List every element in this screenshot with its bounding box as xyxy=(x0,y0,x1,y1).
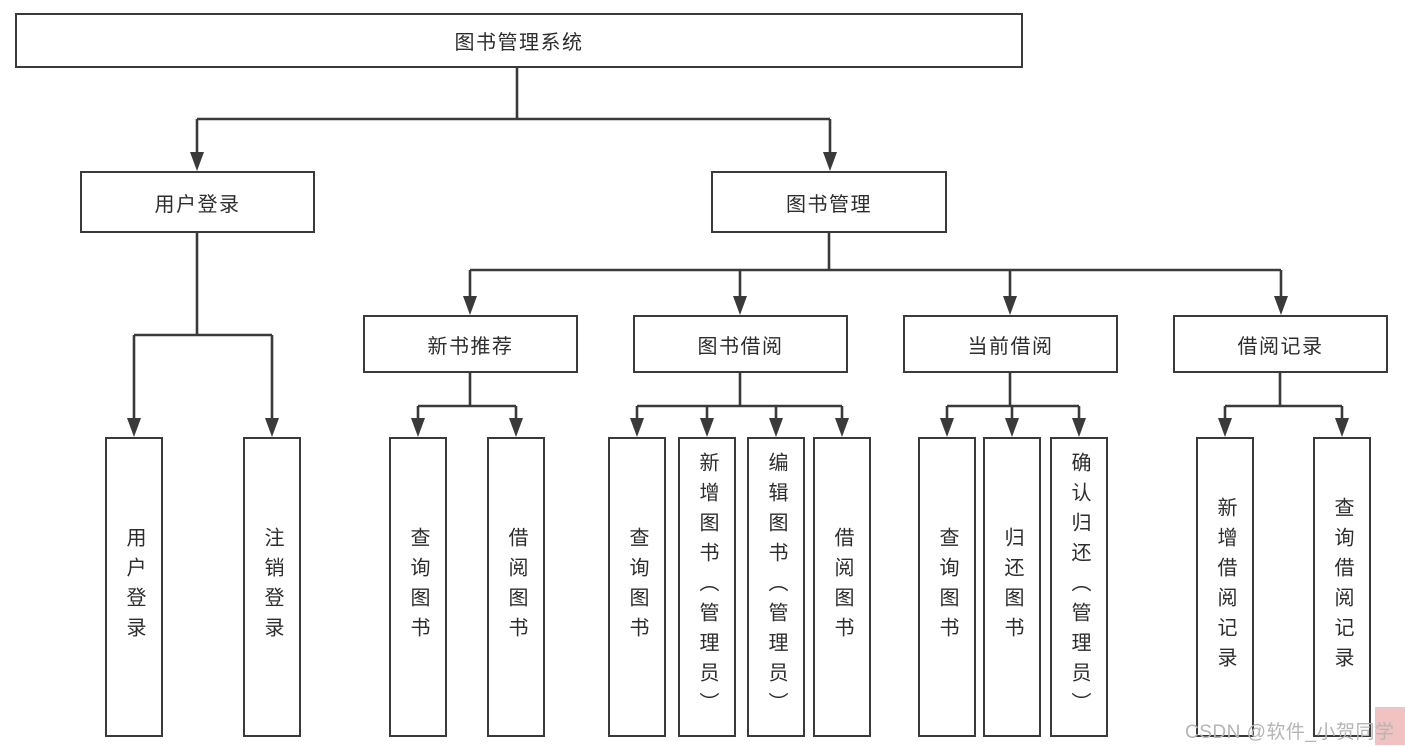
arrowhead xyxy=(940,418,954,437)
leaf-label: 确认归还（管理员） xyxy=(1068,452,1090,722)
arrowhead xyxy=(411,418,425,437)
leaf-label: 查询借阅记录 xyxy=(1331,497,1353,677)
leaf-label: 查询图书 xyxy=(626,527,648,647)
leaf-query-books: 查询图书 xyxy=(608,437,666,737)
arrowhead xyxy=(835,418,849,437)
connector-current-branch xyxy=(945,373,1081,421)
leaf-edit-books-admin: 编辑图书（管理员） xyxy=(747,437,805,737)
leaf-label: 借阅图书 xyxy=(831,527,853,647)
arrowhead xyxy=(630,418,644,437)
leaf-borrow-books: 借阅图书 xyxy=(487,437,545,737)
connector-borrow-branch xyxy=(635,373,844,421)
leaf-query-borrow-record: 查询借阅记录 xyxy=(1313,437,1371,737)
watermark-accent-block xyxy=(1375,707,1405,745)
leaf-add-books-admin: 新增图书（管理员） xyxy=(678,437,736,737)
node-current-borrow: 当前借阅 xyxy=(903,315,1118,373)
node-root-library-system: 图书管理系统 xyxy=(15,13,1023,68)
arrowhead xyxy=(733,296,747,315)
connector-new-book-branch xyxy=(416,373,518,421)
leaf-add-borrow-record: 新增借阅记录 xyxy=(1196,437,1254,737)
arrowhead xyxy=(463,296,477,315)
arrowhead xyxy=(1072,418,1086,437)
leaf-user-login: 用户登录 xyxy=(105,437,163,737)
leaf-label: 注销登录 xyxy=(261,527,283,647)
arrowhead xyxy=(1274,296,1288,315)
node-book-management: 图书管理 xyxy=(711,171,947,233)
arrowhead xyxy=(823,152,837,171)
watermark-text: CSDN @软件_小贺同学 xyxy=(1185,722,1395,743)
node-new-book-recommend: 新书推荐 xyxy=(363,315,578,373)
connector-book-mgmt-branch xyxy=(468,233,1283,298)
connector-user-login-branch xyxy=(132,233,274,421)
arrowhead xyxy=(1335,418,1349,437)
leaf-return-books: 归还图书 xyxy=(983,437,1041,737)
arrowhead xyxy=(1218,418,1232,437)
leaf-query-books: 查询图书 xyxy=(389,437,447,737)
leaf-label: 归还图书 xyxy=(1001,527,1023,647)
node-user-login: 用户登录 xyxy=(80,171,315,233)
leaf-label: 借阅图书 xyxy=(505,527,527,647)
arrowheads xyxy=(127,152,1349,437)
connector-records-branch xyxy=(1223,373,1344,421)
leaf-logout-login: 注销登录 xyxy=(243,437,301,737)
leaf-label: 用户登录 xyxy=(123,527,145,647)
arrowhead xyxy=(509,418,523,437)
node-book-borrow: 图书借阅 xyxy=(633,315,848,373)
arrowhead xyxy=(127,418,141,437)
node-borrow-records: 借阅记录 xyxy=(1173,315,1388,373)
leaf-confirm-return-admin: 确认归还（管理员） xyxy=(1050,437,1108,737)
leaf-label: 新增图书（管理员） xyxy=(696,452,718,722)
arrowhead xyxy=(769,418,783,437)
arrowhead xyxy=(265,418,279,437)
arrowhead xyxy=(1005,418,1019,437)
arrowhead xyxy=(700,418,714,437)
arrowhead xyxy=(190,152,204,171)
connector-root-to-level2 xyxy=(195,68,832,155)
arrowhead xyxy=(1003,296,1017,315)
leaf-label: 查询图书 xyxy=(407,527,429,647)
leaf-label: 新增借阅记录 xyxy=(1214,497,1236,677)
leaf-label: 查询图书 xyxy=(936,527,958,647)
leaf-label: 编辑图书（管理员） xyxy=(765,452,787,722)
leaf-borrow-books: 借阅图书 xyxy=(813,437,871,737)
leaf-query-books: 查询图书 xyxy=(918,437,976,737)
